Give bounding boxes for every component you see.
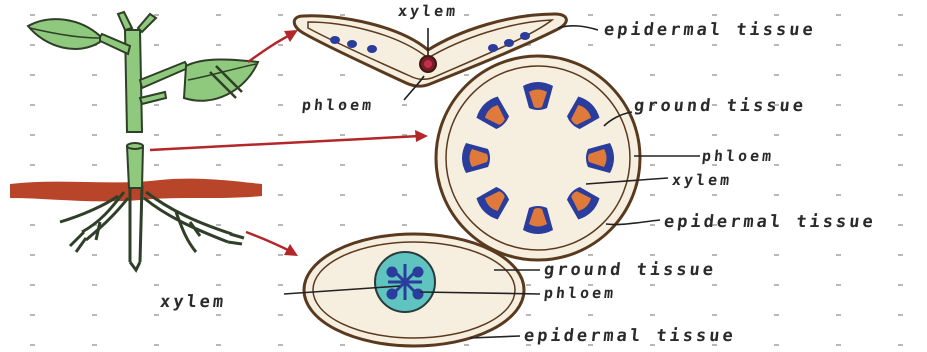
leaf-left bbox=[28, 19, 100, 49]
root-epidermal-label: epidermal tissue bbox=[523, 326, 737, 346]
leaf-bundle bbox=[330, 36, 340, 44]
leaf-xylem-label: xylem bbox=[397, 2, 459, 20]
arrow-to-root bbox=[246, 232, 292, 252]
stem-cut-segment bbox=[127, 146, 143, 188]
stem-ground-label: ground tissue bbox=[633, 96, 807, 116]
root-ground-label: ground tissue bbox=[543, 260, 717, 280]
root-vascular bbox=[388, 264, 422, 300]
root-phloem-label: phloem bbox=[543, 284, 617, 302]
arrow-to-stem bbox=[150, 136, 420, 150]
arrow-to-leaf bbox=[248, 34, 292, 62]
stem-xylem-label: xylem bbox=[671, 171, 733, 189]
plant-illustration bbox=[10, 12, 262, 270]
leaf-epidermal-label: epidermal tissue bbox=[603, 20, 817, 40]
stem-epidermal-label: epidermal tissue bbox=[663, 212, 877, 232]
stem-cross-section bbox=[436, 56, 640, 260]
root-xylem-label: xylem bbox=[159, 292, 227, 312]
stem-phloem-label: phloem bbox=[701, 147, 775, 165]
leaf-phloem-label: phloem bbox=[301, 96, 375, 114]
